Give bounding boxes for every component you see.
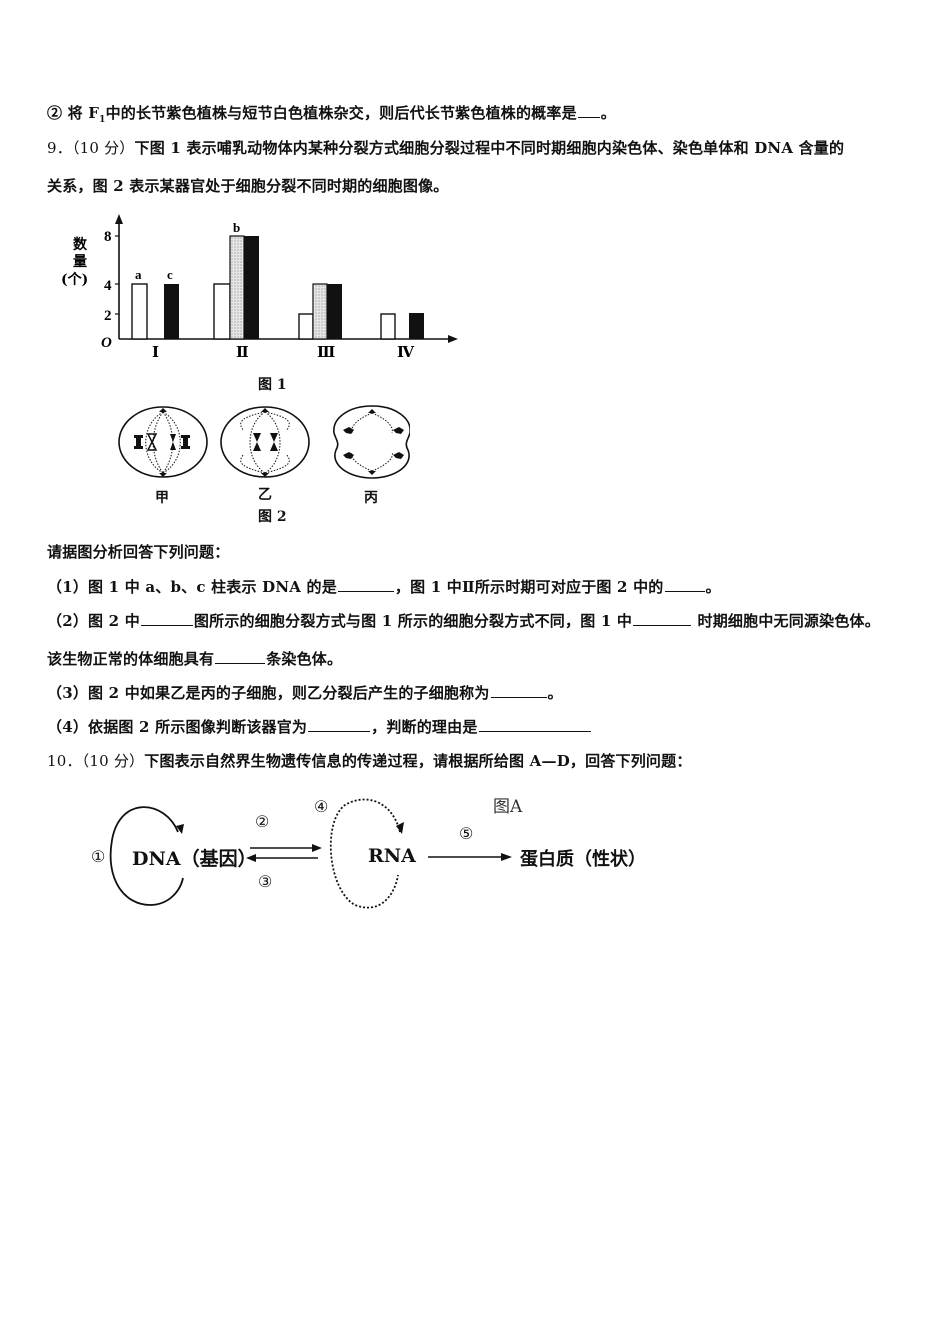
answer-blank-3[interactable] — [140, 624, 193, 626]
figure-1-bar-chart: 8 4 2 O 数 量 (个) a c b Ⅰ Ⅱ Ⅲ — [55, 212, 465, 392]
answer-blank-4[interactable] — [633, 624, 692, 626]
q9-sub2: （2）图 2 中 图所示的细胞分裂方式与图 1 所示的细胞分裂方式不同，图 1 中… — [47, 610, 880, 631]
q9-sub2-line2-text-a: 该生物正常的体细胞具有 — [47, 650, 215, 668]
protein-trait-label: 蛋白质（性状） — [520, 849, 646, 870]
svg-text:8: 8 — [104, 229, 112, 245]
answer-blank-8[interactable] — [478, 730, 591, 732]
q8-item2: ② 将 F1中的长节紫色植株与短节白色植株杂交，则后代长节紫色植株的概率是 。 — [47, 102, 616, 125]
svg-text:O: O — [101, 335, 112, 351]
svg-text:Ⅳ: Ⅳ — [397, 345, 415, 361]
figure-a-central-dogma — [85, 785, 685, 920]
q9-sub2-text-c: 时期细胞中无同源染色体。 — [692, 612, 880, 630]
q8-item2-text: 中的长节紫色植株与短节白色植株杂交，则后代长节紫色植株的概率是 — [105, 104, 577, 122]
q9-sub4-text-a: （4）依据图 2 所示图像判断该器官为 — [47, 718, 308, 736]
dna-gene-label: DNA（基因） — [132, 848, 257, 870]
q10-number: 10．（10 分） — [47, 752, 145, 770]
q8-item2-subscript: 1 — [99, 115, 106, 125]
q9-sub3-text-a: （3）图 2 中如果乙是丙的子细胞，则乙分裂后产生的子细胞称为 — [47, 684, 490, 702]
step-4-label: ④ — [314, 797, 329, 816]
rna-label: RNA — [368, 845, 416, 867]
answer-blank-2[interactable] — [664, 590, 705, 592]
svg-text:(个): (个) — [61, 271, 88, 288]
cell-label-jia: 甲 — [155, 490, 169, 506]
figure-2-cells — [110, 398, 410, 498]
q8-item2-end: 。 — [600, 104, 616, 122]
q9-sub3-text-b: 。 — [547, 684, 563, 702]
step-3-label: ③ — [258, 872, 273, 891]
answer-blank-6[interactable] — [490, 696, 547, 698]
svg-text:Ⅱ: Ⅱ — [236, 345, 249, 361]
q9-sub1-text-c: 。 — [705, 578, 721, 596]
q8-item2-prefix: ② 将 F — [47, 104, 100, 122]
cell-label-bing: 丙 — [364, 490, 378, 506]
answer-blank-5[interactable] — [215, 662, 266, 664]
q9-prompt: 请据图分析回答下列问题： — [47, 543, 230, 561]
q9-sub4: （4）依据图 2 所示图像判断该器官为 ，判断的理由是 — [47, 716, 592, 737]
figure-2-caption: 图 2 — [258, 509, 287, 525]
q9-sub1-text-a: （1）图 1 中 a、b、c 柱表示 DNA 的是 — [47, 578, 337, 596]
q9-sub3: （3）图 2 中如果乙是丙的子细胞，则乙分裂后产生的子细胞称为 。 — [47, 682, 563, 703]
q9-sub2-line2: 该生物正常的体细胞具有 条染色体。 — [47, 648, 342, 669]
q9-sub1-text-b: ，图 1 中Ⅱ所示时期可对应于图 2 中的 — [394, 578, 664, 596]
svg-text:c: c — [167, 267, 173, 282]
answer-blank-1[interactable] — [337, 590, 394, 592]
q9-sub2-text-a: （2）图 2 中 — [47, 612, 140, 630]
q10-stem: 10．（10 分）下图表示自然界生物遗传信息的传递过程，请根据所给图 A—D，回… — [47, 750, 692, 771]
cells-svg — [118, 405, 410, 479]
q9-stem-line1: 9．（10 分）下图 1 表示哺乳动物体内某种分裂方式细胞分裂过程中不同时期细胞… — [47, 137, 844, 158]
answer-blank[interactable] — [577, 116, 600, 118]
cell-label-yi: 乙 — [258, 487, 272, 503]
svg-text:Ⅲ: Ⅲ — [317, 345, 335, 361]
svg-text:Ⅰ: Ⅰ — [152, 345, 159, 361]
svg-text:4: 4 — [104, 278, 112, 294]
step-2-label: ② — [255, 812, 270, 831]
q9-stem-text1: 下图 1 表示哺乳动物体内某种分裂方式细胞分裂过程中不同时期细胞内染色体、染色单… — [134, 139, 845, 157]
figure-1-caption: 图 1 — [258, 377, 287, 393]
q9-sub2-line2-text-b: 条染色体。 — [266, 650, 343, 668]
svg-text:数: 数 — [73, 236, 88, 253]
q9-number: 9．（10 分） — [47, 139, 135, 157]
q9-sub4-text-b: ，判断的理由是 — [371, 718, 478, 736]
answer-blank-7[interactable] — [308, 730, 371, 732]
q9-sub1: （1）图 1 中 a、b、c 柱表示 DNA 的是 ，图 1 中Ⅱ所示时期可对应于… — [47, 576, 721, 597]
q9-stem-line2: 关系，图 2 表示某器官处于细胞分裂不同时期的细胞图像。 — [47, 177, 449, 195]
step-1-label: ① — [91, 847, 106, 866]
q9-sub2-text-b: 图所示的细胞分裂方式与图 1 所示的细胞分裂方式不同，图 1 中 — [193, 612, 633, 630]
bar-chart-svg: 8 4 2 O 数 量 (个) a c b Ⅰ Ⅱ Ⅲ — [61, 214, 458, 361]
svg-text:量: 量 — [73, 254, 87, 270]
svg-text:a: a — [135, 267, 142, 282]
q10-stem-text: 下图表示自然界生物遗传信息的传递过程，请根据所给图 A—D，回答下列问题： — [144, 752, 692, 770]
svg-text:b: b — [233, 220, 240, 235]
step-5-label: ⑤ — [459, 824, 474, 843]
figure-a-title: 图A — [493, 797, 523, 817]
svg-text:2: 2 — [104, 308, 112, 324]
central-dogma-svg — [109, 798, 512, 909]
